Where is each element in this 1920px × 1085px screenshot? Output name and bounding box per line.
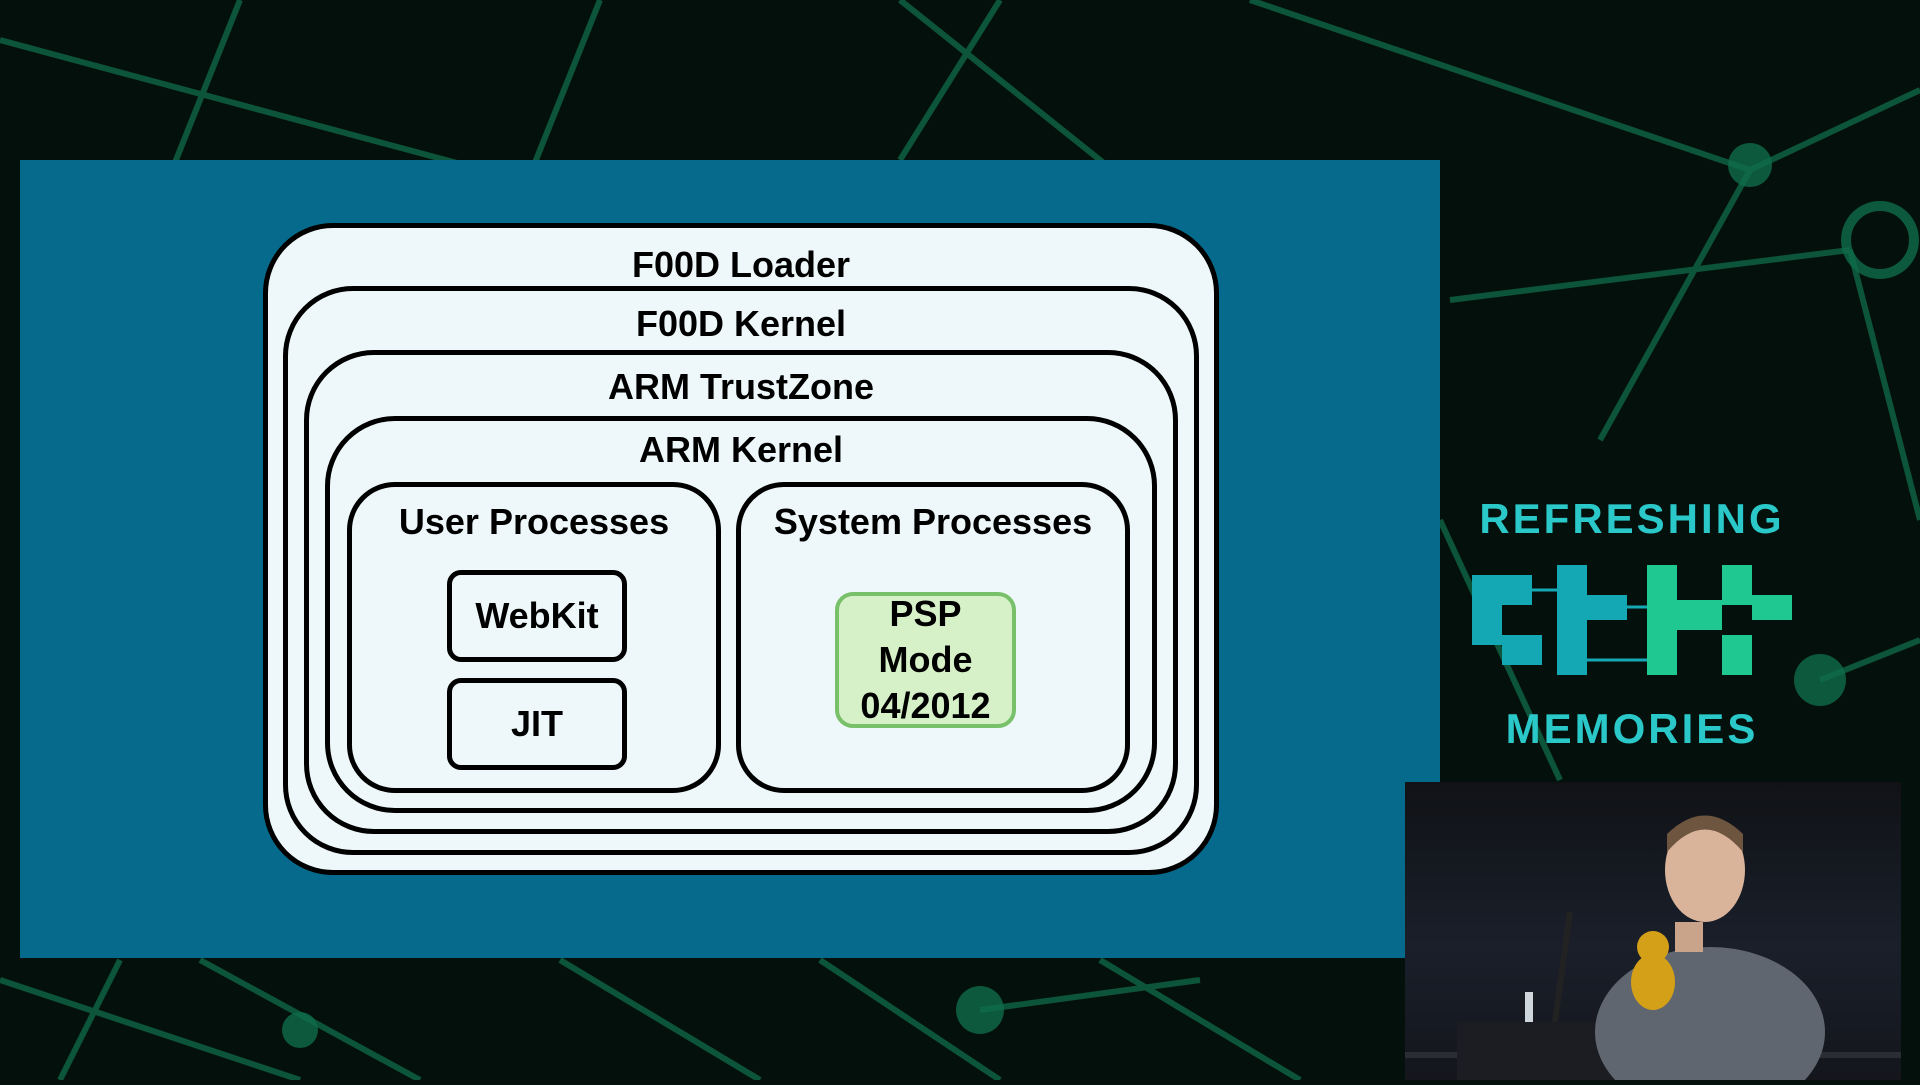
ccc-logo-icon: [1472, 565, 1792, 675]
speaker-figure: [1405, 815, 1901, 1085]
brand-top-text: REFRESHING: [1479, 495, 1785, 542]
arm-trustzone-label: ARM TrustZone: [608, 366, 874, 407]
jit-box: JIT: [447, 678, 627, 770]
f00d-loader-label: F00D Loader: [631, 244, 851, 285]
system-processes-label: System Processes: [773, 501, 1093, 542]
brand-bottom-text: MEMORIES: [1505, 705, 1759, 752]
arm-kernel-label: ARM Kernel: [638, 429, 844, 470]
user-processes-label: User Processes: [398, 501, 670, 542]
webkit-box: WebKit: [447, 570, 627, 662]
psp-mode-box: PSP Mode 04/2012: [835, 592, 1016, 728]
psp-line-1: PSP: [889, 593, 962, 634]
slide: F00D Loader F00D Kernel ARM TrustZone AR…: [20, 160, 1440, 958]
jit-label: JIT: [510, 703, 563, 744]
conference-logo: REFRESHING MEMORIES: [1462, 495, 1802, 765]
f00d-kernel-label: F00D Kernel: [635, 303, 847, 344]
webkit-label: WebKit: [475, 595, 599, 636]
psp-line-3: 04/2012: [860, 685, 991, 726]
psp-line-2: Mode: [878, 639, 973, 680]
speaker-video: [1405, 782, 1901, 1085]
